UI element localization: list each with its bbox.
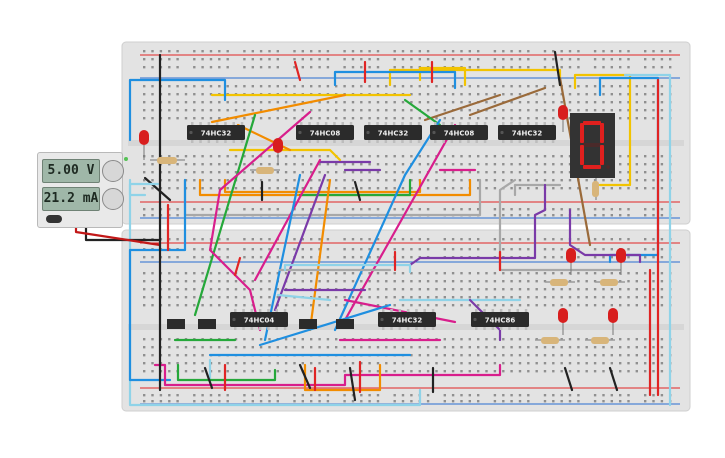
ic-chip-8[interactable]: 74HC86 [471,309,529,330]
wire-red-top-1[interactable] [293,60,302,82]
wire-green-b2[interactable] [176,363,277,382]
pushbutton-2[interactable] [198,319,216,329]
wire-black-top-5[interactable] [553,50,562,87]
segment-dp [606,165,610,169]
wire-black-3[interactable] [353,180,362,202]
wire-lightblue-bottom[interactable] [128,182,422,407]
voltage-knob[interactable] [102,160,124,182]
ic-chip-7[interactable]: 74HC32 [378,309,436,330]
pushbutton-3[interactable] [299,319,317,329]
resistor-3[interactable] [592,178,599,200]
led-5[interactable] [616,248,626,275]
ic-chip-label: 74HC08 [310,130,341,138]
wire-blue-lower-left[interactable] [128,178,187,382]
wire-purple-right[interactable] [568,208,642,264]
leds[interactable] [139,105,626,335]
wire-orange-cross[interactable] [308,178,332,332]
wire-yellow-3[interactable] [418,66,467,87]
segment-a [583,121,601,125]
wire-lightblue-2[interactable] [623,73,672,407]
led-6[interactable] [558,308,568,335]
seven-segment-display[interactable] [570,113,615,178]
segment-d [583,165,601,169]
led-2[interactable] [273,138,283,165]
wire-black-b6[interactable] [608,366,619,392]
ic-chip-4[interactable]: 74HC08 [430,122,488,143]
wires[interactable] [74,50,672,407]
led-7[interactable] [608,308,618,335]
wire-black-b3[interactable] [348,366,357,402]
ic-chip-label: 74HC08 [444,130,475,138]
wire-red-b4[interactable] [233,256,242,277]
ic-chip-label: 74HC32 [378,130,409,138]
wire-brown-1[interactable] [468,86,547,117]
ic-chip-6[interactable]: 74HC04 [230,309,288,330]
wire-lightblue-b2[interactable] [276,293,332,302]
current-display: 21.2 mA [42,187,100,211]
wire-magenta-cross-1[interactable] [208,110,312,332]
wire-purple-long[interactable] [408,183,547,267]
resistor-2[interactable] [250,167,280,174]
current-knob[interactable] [102,188,124,210]
wire-black-b5[interactable] [563,366,574,392]
led-3[interactable] [558,105,568,132]
resistor-7[interactable] [585,337,615,344]
wire-magenta-b3[interactable] [153,363,502,387]
wire-gray-cross[interactable] [498,178,622,272]
wire-purple-cross[interactable] [273,173,327,312]
ic-chip-label: 74HC86 [485,317,516,325]
wire-blue-2[interactable] [333,70,457,90]
wire-black-b2[interactable] [298,363,312,390]
wire-orange-1[interactable] [210,93,347,124]
power-switch[interactable] [46,215,62,223]
wire-lightblue-b1[interactable] [283,263,412,274]
pushbuttons[interactable] [167,319,354,329]
wire-green-2[interactable] [298,178,412,197]
wire-black-b1[interactable] [203,366,214,390]
segment-c [600,145,604,165]
power-supply[interactable]: 5.00 V 21.2 mA [37,152,128,228]
ic-chip-2[interactable]: 74HC08 [296,122,354,143]
wire-blue-b1[interactable] [258,303,392,347]
wire-green-1[interactable] [403,98,442,127]
ic-chip-3[interactable]: 74HC32 [364,122,422,143]
ic-chip-label: 74HC32 [392,317,423,325]
resistor-5[interactable] [595,279,625,286]
segment-f [580,123,584,143]
segment-b [600,123,604,143]
resistor-6[interactable] [535,337,565,344]
led-1[interactable] [139,130,149,160]
wire-brown-2[interactable] [423,93,502,122]
resistor-1[interactable] [150,157,185,164]
ic-chip-label: 74HC04 [244,317,275,325]
wire-green-cross[interactable] [193,113,257,317]
ic-chip-5[interactable]: 74HC32 [498,122,556,143]
wire-blue-cross-1[interactable] [333,118,442,332]
ic-chip-1[interactable]: 74HC32 [187,122,245,143]
led-4[interactable] [566,248,576,275]
wire-magenta-cross-2[interactable] [343,123,457,322]
segment-g [583,143,601,147]
voltage-display: 5.00 V [42,159,100,183]
pushbutton-4[interactable] [336,319,354,329]
ic-chip-label: 74HC32 [201,130,232,138]
wire-blue-1[interactable] [128,78,227,142]
ic-chips[interactable]: 74HC32 74HC08 74HC32 74HC08 74HC32 74HC04 74HC… [187,122,556,330]
resistors[interactable] [150,157,625,344]
center-channel-top [128,140,684,146]
wire-magenta-cross-3[interactable] [253,158,322,282]
pushbutton-1[interactable] [167,319,185,329]
voltage-indicator-icon [124,157,128,161]
wire-yellow-5[interactable] [228,148,342,162]
seven-segment-digit [580,121,610,169]
resistor-4[interactable] [545,279,575,286]
ic-chip-label: 74HC32 [512,130,543,138]
segment-e [580,145,584,165]
wire-black-1[interactable] [143,176,172,202]
